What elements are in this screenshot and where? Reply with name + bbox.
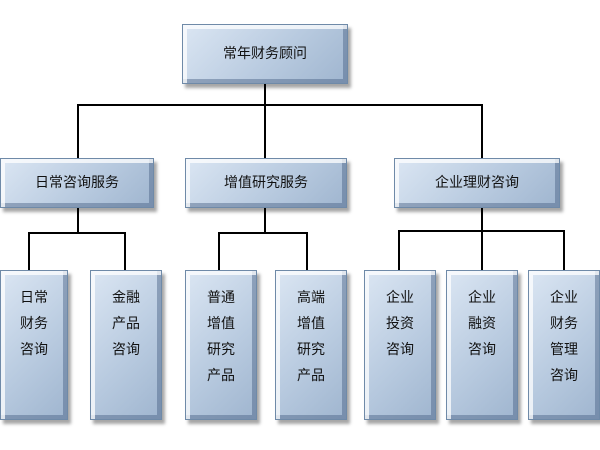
leaf-node-premium-research-product: 高端 增值 研究 产品 [275,270,347,420]
connector-leaf-2-1-up [218,232,220,270]
connector-branch-3-down [481,206,483,232]
connector-leaf-1-1-up [28,232,30,270]
root-node: 常年财务顾问 [182,24,348,84]
connector-level1-bar [77,104,483,106]
branch-node-enterprise-finance: 企业理财咨询 [394,158,560,208]
connector-root-down [264,84,266,106]
branch-node-daily-consulting: 日常咨询服务 [0,158,154,208]
leaf-node-investment-consulting: 企业 投资 咨询 [364,270,436,420]
leaf-node-financing-consulting: 企业 融资 咨询 [446,270,518,420]
connector-branch-1-up [77,104,79,160]
connector-leaf-3-1-up [398,230,400,270]
connector-group-2-bar [218,232,308,234]
connector-branch-2-up [264,104,266,160]
connector-group-1-bar [28,232,126,234]
leaf-node-daily-finance-consulting: 日常 财务 咨询 [0,270,68,420]
connector-leaf-3-2-up [481,230,483,270]
connector-branch-1-down [77,206,79,234]
connector-leaf-1-2-up [124,232,126,270]
leaf-node-financial-management-consulting: 企业 财务 管理 咨询 [528,270,600,420]
connector-branch-3-up [481,104,483,160]
branch-node-value-added-research: 增值研究服务 [185,158,347,208]
leaf-node-financial-product-consulting: 金融 产品 咨询 [90,270,162,420]
leaf-node-standard-research-product: 普通 增值 研究 产品 [185,270,257,420]
connector-branch-2-down [264,206,266,234]
connector-leaf-3-3-up [563,230,565,270]
connector-leaf-2-2-up [306,232,308,270]
